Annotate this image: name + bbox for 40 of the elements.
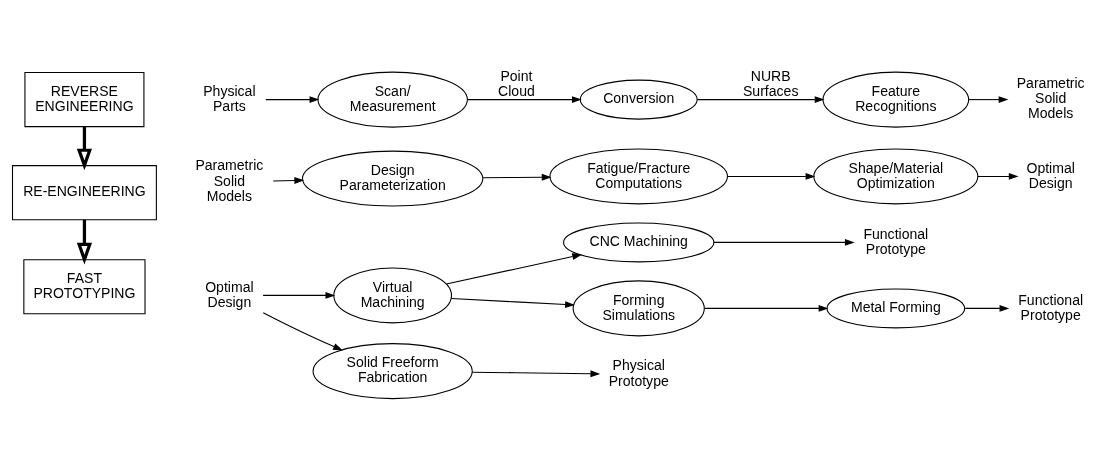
- node-text: Physical Prototype: [608, 357, 669, 389]
- node-ellipse: Design Parameterization: [301, 150, 484, 207]
- node-ellipse: Conversion: [579, 79, 698, 120]
- node-text: Functional Prototype: [1018, 291, 1084, 323]
- arrow: [265, 96, 320, 104]
- node-text: Optimal Design: [1026, 159, 1075, 191]
- edge-label: NURB Surfaces: [743, 67, 799, 99]
- node-text: Functional Prototype: [863, 225, 929, 257]
- node-ellipse: Shape/Material Optimization: [813, 148, 979, 205]
- node-box: RE-ENGINEERING: [11, 165, 157, 221]
- node-text: Physical Parts: [203, 82, 256, 114]
- node-ellipse: Metal Forming: [826, 288, 966, 329]
- node-text: Optimal Design: [205, 278, 254, 310]
- arrow: [713, 239, 855, 246]
- arrow: [445, 253, 582, 285]
- node-text: Parametric Solid Models: [195, 157, 264, 204]
- arrow: [727, 173, 816, 180]
- arrow: [262, 292, 336, 299]
- edge-label: Point Cloud: [498, 67, 535, 99]
- arrow: [262, 312, 343, 351]
- arrow: [977, 173, 1019, 180]
- arrow: [76, 219, 93, 265]
- arrow: [76, 126, 93, 171]
- arrow: [968, 96, 1009, 104]
- node-ellipse: Fatigue/Fracture Computations: [549, 148, 728, 205]
- node-ellipse: Feature Recognitions: [822, 71, 970, 128]
- arrow: [450, 297, 575, 308]
- arrow: [482, 173, 552, 181]
- arrow: [704, 304, 829, 312]
- node-ellipse: Virtual Machining: [333, 267, 453, 324]
- arrow: [696, 96, 825, 104]
- arrow: [467, 96, 582, 104]
- arrow: [272, 177, 305, 184]
- node-box: FAST PROTOTYPING: [23, 259, 146, 315]
- arrow: [964, 304, 1010, 312]
- node-box: REVERSE ENGINEERING: [24, 72, 145, 128]
- node-text: Parametric Solid Models: [1016, 75, 1085, 122]
- node-ellipse: Scan/ Measurement: [317, 71, 468, 128]
- node-ellipse: Forming Simulations: [572, 280, 705, 337]
- arrow: [471, 370, 601, 378]
